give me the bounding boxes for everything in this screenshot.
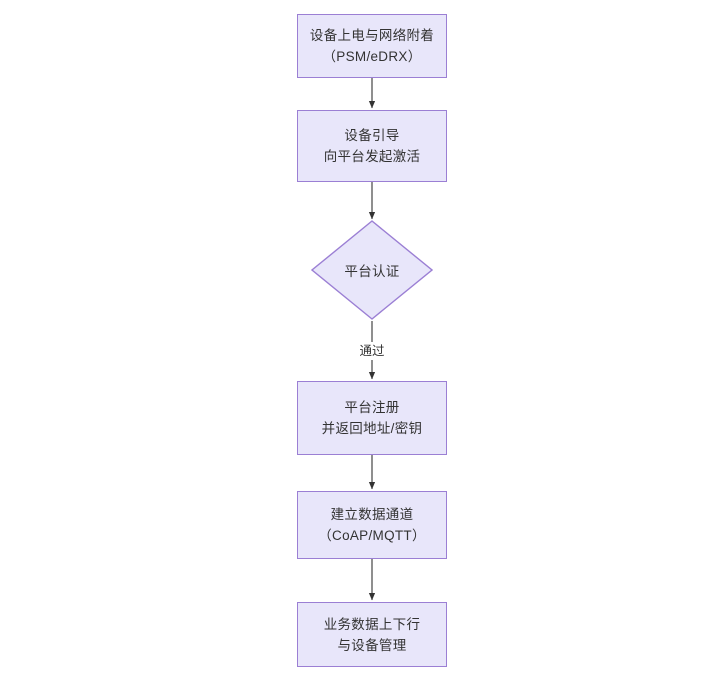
node-service-data[interactable]: 业务数据上下行 与设备管理 — [297, 602, 447, 667]
node-bootstrap[interactable]: 设备引导 向平台发起激活 — [297, 110, 447, 182]
node-platform-auth[interactable]: 平台认证 — [311, 220, 433, 320]
node-power-on-line2: （PSM/eDRX） — [322, 49, 422, 64]
node-data-channel-line2: （CoAP/MQTT） — [318, 528, 426, 543]
node-platform-register-line2: 并返回地址/密钥 — [321, 421, 423, 436]
node-service-data-line1: 业务数据上下行 — [323, 616, 421, 632]
node-bootstrap-line1: 设备引导 — [344, 128, 400, 143]
node-data-channel[interactable]: 建立数据通道 （CoAP/MQTT） — [297, 491, 447, 559]
node-service-data-line2: 与设备管理 — [337, 637, 407, 653]
node-platform-register[interactable]: 平台注册 并返回地址/密钥 — [297, 381, 447, 455]
diamond-shape — [311, 220, 433, 320]
edge-label-pass: 通过 — [357, 342, 387, 360]
node-power-on[interactable]: 设备上电与网络附着 （PSM/eDRX） — [297, 14, 447, 78]
node-data-channel-line1: 建立数据通道 — [330, 507, 414, 522]
node-platform-register-line1: 平台注册 — [344, 400, 400, 415]
node-power-on-line1: 设备上电与网络附着 — [309, 28, 435, 43]
node-bootstrap-line2: 向平台发起激活 — [323, 149, 421, 164]
